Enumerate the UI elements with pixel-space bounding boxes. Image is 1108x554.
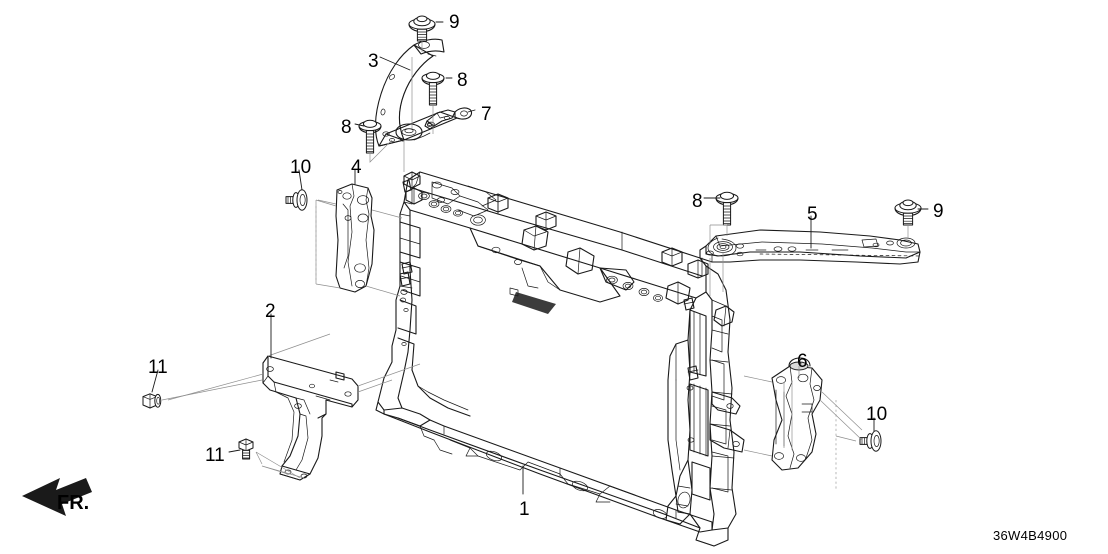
callout-7: 7 bbox=[481, 104, 492, 125]
callout-10-left: 10 bbox=[290, 157, 312, 178]
fastener-8-top bbox=[421, 71, 445, 106]
fastener-8-left bbox=[358, 119, 382, 154]
front-direction-arrow bbox=[22, 478, 92, 516]
callout-9-top: 9 bbox=[449, 12, 460, 33]
callout-8-left: 8 bbox=[341, 117, 352, 138]
part-2-left-stay bbox=[262, 355, 359, 481]
callout-2: 2 bbox=[265, 301, 276, 322]
part-4-left-bracket bbox=[335, 183, 375, 293]
callout-leaders bbox=[151, 21, 929, 495]
callout-1: 1 bbox=[519, 499, 530, 520]
fastener-8-right bbox=[715, 191, 739, 226]
fastener-11-upper bbox=[142, 393, 162, 409]
callout-3: 3 bbox=[368, 51, 379, 72]
fastener-10-left bbox=[285, 189, 308, 211]
callout-11-lower: 11 bbox=[205, 445, 225, 466]
callout-9-right: 9 bbox=[933, 201, 944, 222]
fastener-10-right bbox=[859, 430, 882, 452]
part-6-right-bracket bbox=[771, 357, 823, 471]
fastener-9-right bbox=[894, 199, 922, 226]
assembly-guide-lines bbox=[161, 41, 909, 490]
callout-8-right: 8 bbox=[692, 191, 703, 212]
diagram-part-code: 36W4B4900 bbox=[993, 528, 1068, 543]
callout-11-upper: 11 bbox=[148, 357, 168, 378]
callout-4: 4 bbox=[351, 157, 362, 178]
part-7-clip bbox=[424, 107, 473, 130]
fastener-9-top bbox=[408, 15, 436, 42]
part-5-upper-beam bbox=[699, 229, 921, 265]
part-1-bulkhead-assembly bbox=[375, 171, 745, 547]
callout-5: 5 bbox=[807, 204, 818, 225]
callout-8-top: 8 bbox=[457, 70, 468, 91]
part-3-curved-stay bbox=[374, 38, 458, 147]
front-direction-label: FR. bbox=[57, 492, 90, 514]
callout-6: 6 bbox=[797, 351, 808, 372]
fastener-11-lower bbox=[238, 438, 254, 460]
callout-10-right: 10 bbox=[866, 404, 888, 425]
